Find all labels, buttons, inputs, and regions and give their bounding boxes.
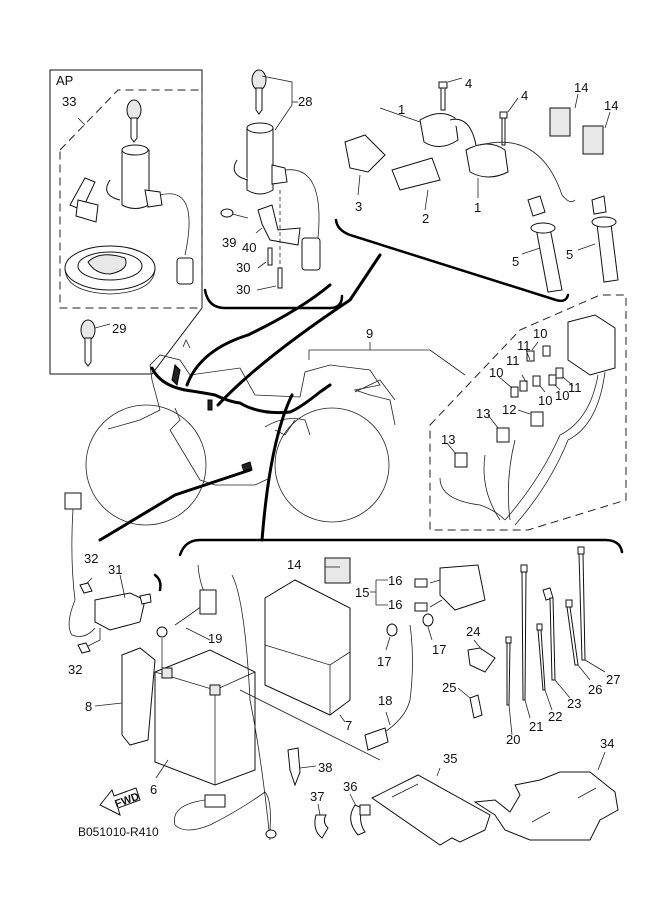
callout-32: 32: [68, 662, 82, 677]
battery-bracket: [178, 538, 624, 557]
seat-lock-icon: [69, 177, 99, 223]
callout-4: 4: [465, 76, 472, 91]
callout-5: 5: [512, 254, 519, 269]
callout-33: 33: [62, 94, 76, 109]
callout-11: 11: [517, 338, 531, 353]
fuel-cap-icon: [64, 245, 156, 295]
callout-22: 22: [548, 709, 562, 724]
callout-14: 14: [604, 98, 618, 113]
wire-harness-on-bike: [150, 366, 332, 415]
callout-30: 30: [236, 260, 250, 275]
leader-main-switch: [185, 283, 332, 387]
callout-31: 31: [108, 562, 122, 577]
callout-labels: 1 1 2 3 4 4 5 5 6 7 8 9 10 10 10 10 11 1…: [62, 76, 620, 804]
callout-10: 10: [533, 326, 547, 341]
callout-7: 7: [345, 718, 352, 733]
callout-1: 1: [474, 200, 481, 215]
battery-area: [94, 538, 624, 846]
callout-32: 32: [84, 551, 98, 566]
callout-11: 11: [506, 353, 520, 368]
callout-10: 10: [555, 388, 569, 403]
main-switch-icon: [106, 144, 194, 285]
callout-16: 16: [388, 573, 402, 588]
fwd-label: FWD: [113, 791, 141, 811]
callout-16: 16: [388, 597, 402, 612]
callout-27: 27: [606, 672, 620, 687]
front-wheel: [85, 404, 207, 526]
key-icon: [126, 99, 142, 143]
callout-40: 40: [242, 240, 256, 255]
callout-14: 14: [574, 80, 588, 95]
callout-34: 34: [600, 736, 614, 751]
callout-24: 24: [466, 624, 480, 639]
callout-13: 13: [476, 406, 490, 421]
callout-38: 38: [318, 760, 332, 775]
callout-30: 30: [236, 282, 250, 297]
plate-35-icon: [371, 774, 491, 846]
harness-detail: [429, 294, 627, 531]
ap-label: AP: [56, 73, 73, 88]
drawing-code: B051010-R410: [78, 825, 159, 839]
callout-5: 5: [566, 247, 573, 262]
sidestand-switch-assembly: [64, 492, 162, 654]
callout-28: 28: [298, 94, 312, 109]
rear-wheel: [274, 407, 390, 523]
callout-36: 36: [343, 779, 357, 794]
cable-ties: [505, 546, 606, 736]
callout-19: 19: [208, 631, 222, 646]
callout-4: 4: [521, 88, 528, 103]
leader-battery: [260, 393, 294, 542]
callout-35: 35: [443, 751, 457, 766]
callout-15: 15: [355, 585, 369, 600]
main-switch-assembly: [203, 69, 344, 310]
callout-14: 14: [287, 557, 301, 572]
callout-10: 10: [538, 393, 552, 408]
callout-37: 37: [310, 789, 324, 804]
callout-26: 26: [588, 682, 602, 697]
battery-cover-icon: [264, 579, 351, 716]
callout-10: 10: [489, 365, 503, 380]
fwd-arrow: FWD: [99, 787, 141, 816]
callout-8: 8: [85, 699, 92, 714]
motorcycle-outline: [85, 339, 396, 526]
callout-17: 17: [432, 642, 446, 657]
callout-6: 6: [150, 782, 157, 797]
callout-1: 1: [398, 102, 405, 117]
callout-9: 9: [366, 326, 373, 341]
callout-23: 23: [567, 696, 581, 711]
callout-13: 13: [441, 432, 455, 447]
callout-20: 20: [506, 732, 520, 747]
key-29-icon: [80, 319, 96, 367]
ignition-coil-assembly: [334, 77, 619, 303]
callout-11: 11: [568, 380, 582, 395]
callout-39: 39: [222, 235, 236, 250]
callout-29: 29: [112, 321, 126, 336]
leader-coil: [216, 253, 382, 407]
plate-34-icon: [473, 771, 619, 841]
callout-12: 12: [502, 402, 516, 417]
key-icon: [251, 69, 267, 115]
callout-21: 21: [529, 719, 543, 734]
callout-2: 2: [422, 211, 429, 226]
ap-box: AP: [49, 69, 203, 375]
leader-sidestand: [98, 468, 252, 542]
callout-3: 3: [355, 199, 362, 214]
callout-25: 25: [442, 680, 456, 695]
callout-17: 17: [377, 654, 391, 669]
callout-18: 18: [378, 693, 392, 708]
battery-icon: [154, 649, 256, 786]
